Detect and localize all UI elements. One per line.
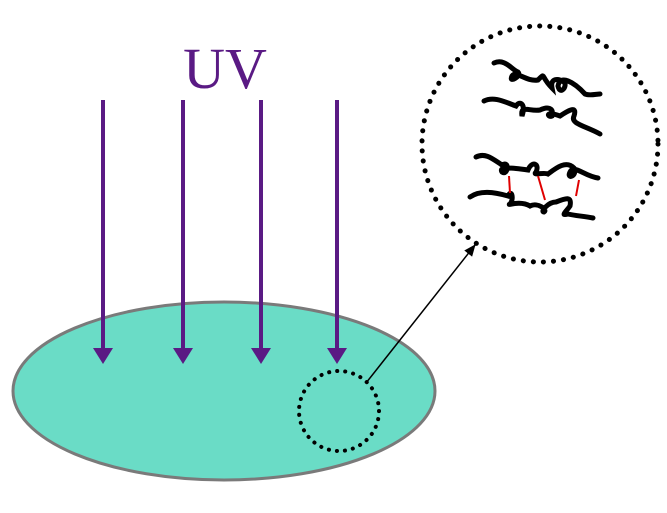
arrowhead [327,348,347,364]
polymer-chains [467,59,603,221]
crosslink [537,175,546,201]
polymer-chain [467,189,596,221]
uv-arrowheads [93,348,347,364]
arrowhead [251,348,271,364]
arrowhead [93,348,113,364]
selected-region-circle [297,369,381,453]
polymer-chain [491,59,603,98]
uv-arrows [101,100,339,350]
polymer-chain [481,96,603,137]
crosslink [575,179,580,197]
surface-film [11,300,437,482]
zoom-pointer-arrow [365,244,476,384]
crosslinks [508,175,580,201]
arrowhead [173,348,193,364]
crosslink [508,175,511,194]
uv-label: UV [183,36,267,101]
polymer-chain [473,152,601,181]
magnified-view-circle [419,23,661,265]
